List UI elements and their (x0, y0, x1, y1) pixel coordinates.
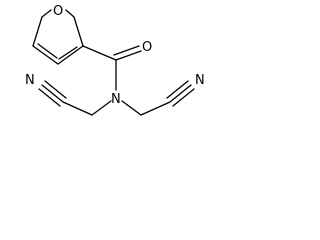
bond-c2-c3 (57, 45, 84, 65)
bond-c4-c5 (32, 16, 43, 47)
bond-carbonyl-double-a (115, 50, 142, 61)
right-cyanomethyl-group (121, 80, 195, 116)
bond-left-ch2-c (62, 101, 93, 116)
bond-left-triple-c (44, 80, 67, 99)
bond-ring-carbonyl (82, 45, 117, 61)
bond-c3-c4 (32, 45, 59, 65)
bond-left-triple-b (38, 88, 61, 107)
furan-ring (32, 9, 84, 65)
ring-oxygen-label: O (53, 4, 63, 19)
bond-n-right-ch2 (121, 100, 142, 116)
bond-o1-c2 (73, 16, 84, 47)
bond-c5-o1-right (65, 9, 75, 18)
bond-c2-c3-inner (58, 46, 78, 60)
bond-right-triple-b (166, 80, 189, 99)
bond-c5-o1 (41, 9, 52, 18)
left-cyanomethyl-group (38, 80, 112, 116)
chemical-structure-diagram: O O N N N (25, 4, 205, 116)
bond-carbonyl-double-b (113, 45, 140, 56)
bond-right-triple-a (169, 84, 192, 103)
bond-right-ch2-c (140, 101, 171, 116)
bond-n-left-ch2 (91, 100, 112, 116)
left-nitrile-nitrogen-label: N (25, 73, 35, 88)
bond-right-triple-c (172, 88, 195, 107)
amide-group (82, 45, 142, 91)
amide-nitrogen-label: N (111, 92, 121, 107)
carbonyl-oxygen-label: O (142, 40, 152, 55)
right-nitrile-nitrogen-label: N (195, 73, 205, 88)
bond-left-triple-a (41, 84, 64, 103)
bond-c3-c4-inner (37, 43, 58, 59)
